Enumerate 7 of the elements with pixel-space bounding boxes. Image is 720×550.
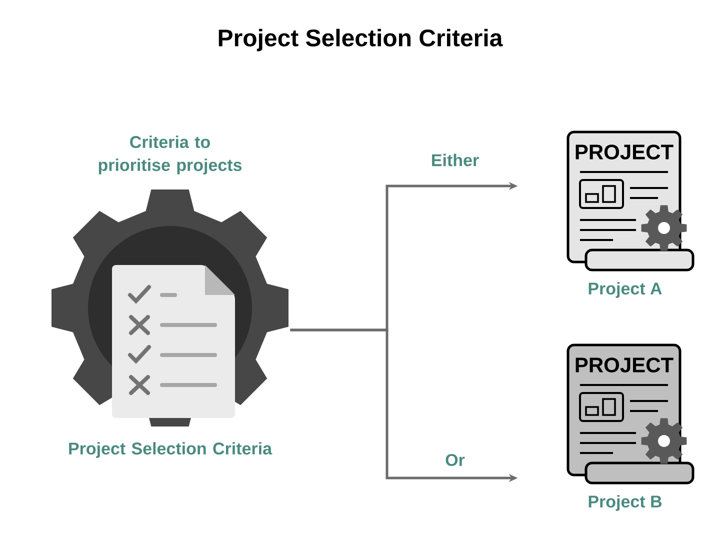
edge-label: Either — [432, 154, 479, 166]
edge-label: Or — [446, 454, 465, 466]
title: Project Selection Criteria — [218, 28, 503, 52]
node-label: Project A — [588, 282, 662, 298]
node-label: Project Selection Criteria — [69, 442, 272, 458]
node-label: Project B — [588, 495, 662, 511]
node-label: Criteria to prioritise projects — [98, 136, 242, 174]
